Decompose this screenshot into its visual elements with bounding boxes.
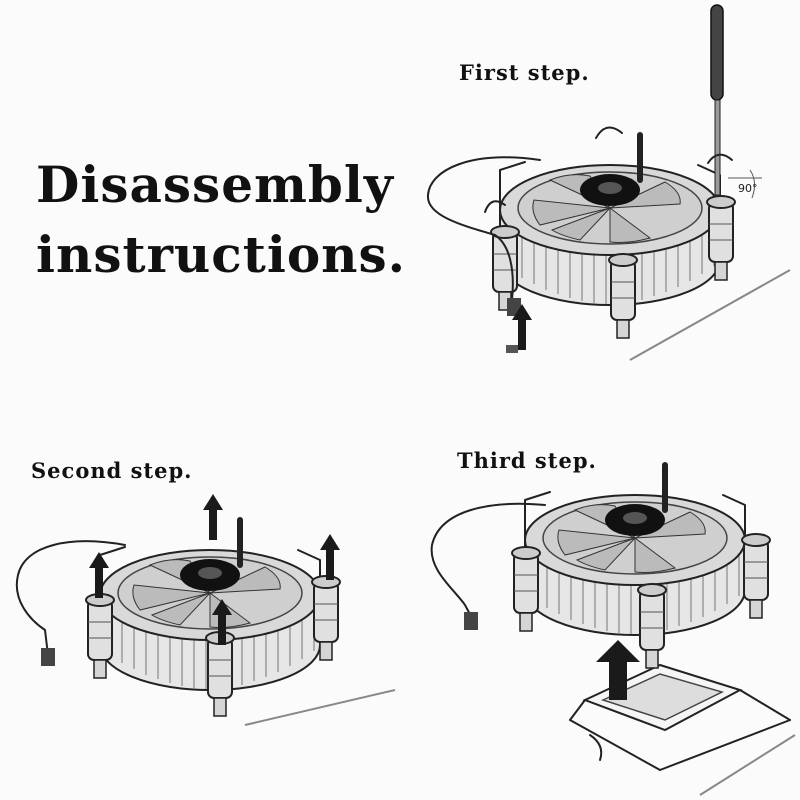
step-1-illustration: 90° bbox=[426, 4, 791, 361]
lift-arrow bbox=[596, 640, 640, 700]
step-1-label: First step. bbox=[459, 60, 590, 85]
page-title: Disassembly instructions. bbox=[36, 150, 406, 290]
title-line-1: Disassembly bbox=[36, 155, 394, 214]
step-2-label: Second step. bbox=[31, 458, 193, 483]
step-2-illustration bbox=[15, 494, 396, 726]
cpu-socket bbox=[569, 663, 791, 771]
step-3-illustration bbox=[430, 465, 796, 796]
title-line-2: instructions. bbox=[36, 225, 407, 284]
angle-annotation: 90° bbox=[738, 182, 758, 195]
step-3-label: Third step. bbox=[457, 448, 597, 473]
